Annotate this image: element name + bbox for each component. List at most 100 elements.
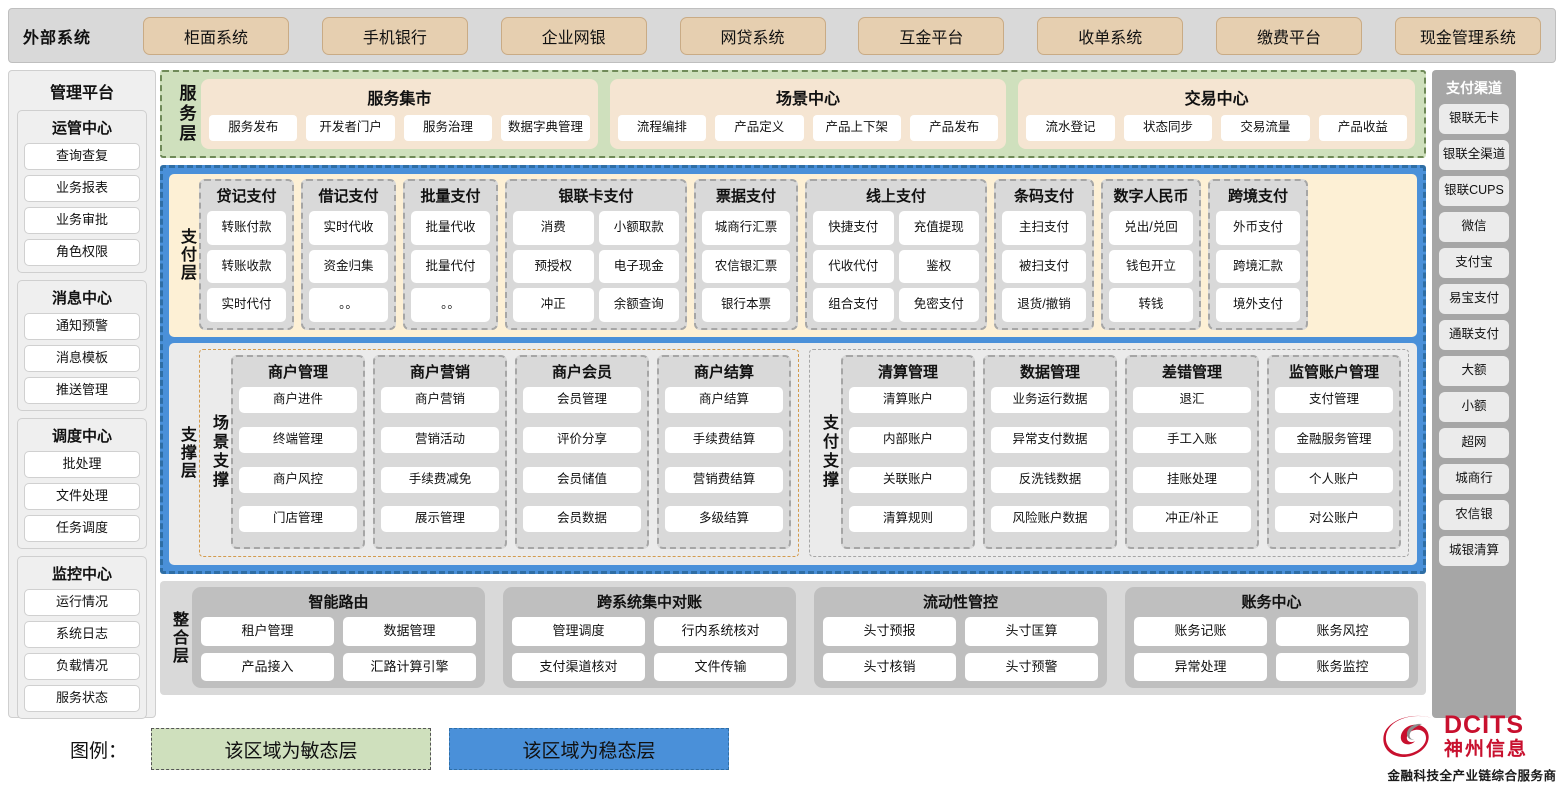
external-system-item-7[interactable]: 现金管理系统 (1394, 16, 1541, 55)
integration-item-0-3[interactable]: 汇路计算引擎 (343, 652, 476, 681)
scene-support-item-1-2[interactable]: 手续费减免 (381, 466, 499, 493)
payment-support-item-3-1[interactable]: 金融服务管理 (1275, 426, 1393, 453)
service-item-1-3[interactable]: 产品发布 (909, 115, 999, 141)
payment-item-4-0[interactable]: 城商行汇票 (702, 211, 790, 245)
payment-support-item-2-2[interactable]: 挂账处理 (1133, 466, 1251, 493)
management-item-0-2[interactable]: 业务审批 (24, 207, 140, 234)
service-item-0-0[interactable]: 服务发布 (209, 115, 298, 141)
service-item-0-2[interactable]: 服务治理 (403, 115, 493, 141)
payment-item-5-1[interactable]: 充值提现 (898, 211, 979, 245)
management-item-2-2[interactable]: 任务调度 (24, 515, 140, 542)
external-system-item-3[interactable]: 网贷系统 (679, 16, 826, 55)
payment-item-5-5[interactable]: 免密支付 (898, 288, 979, 322)
payment-channel-item-11[interactable]: 农信银 (1439, 500, 1509, 530)
payment-item-3-1[interactable]: 小额取款 (598, 211, 679, 245)
integration-item-3-1[interactable]: 账务风控 (1276, 617, 1409, 646)
payment-support-item-0-3[interactable]: 清算规则 (849, 506, 967, 533)
payment-item-6-1[interactable]: 被扫支付 (1002, 249, 1086, 284)
scene-support-item-1-0[interactable]: 商户营销 (381, 387, 499, 413)
scene-support-item-3-2[interactable]: 营销费结算 (665, 466, 783, 493)
management-item-3-1[interactable]: 系统日志 (24, 621, 140, 648)
integration-item-1-2[interactable]: 支付渠道核对 (512, 652, 645, 681)
service-item-0-1[interactable]: 开发者门户 (306, 115, 395, 141)
payment-item-5-4[interactable]: 组合支付 (813, 288, 894, 322)
scene-support-item-3-1[interactable]: 手续费结算 (665, 426, 783, 453)
scene-support-item-2-3[interactable]: 会员数据 (523, 506, 641, 533)
payment-item-8-2[interactable]: 境外支付 (1216, 288, 1300, 322)
service-item-0-3[interactable]: 数据字典管理 (501, 115, 590, 141)
external-system-item-0[interactable]: 柜面系统 (143, 16, 289, 55)
payment-item-6-2[interactable]: 退货/撤销 (1002, 288, 1086, 322)
service-item-2-3[interactable]: 产品收益 (1318, 115, 1408, 141)
integration-item-3-0[interactable]: 账务记账 (1134, 617, 1267, 646)
payment-support-item-0-0[interactable]: 清算账户 (849, 387, 967, 413)
integration-item-2-0[interactable]: 头寸预报 (823, 617, 956, 646)
integration-item-2-3[interactable]: 头寸预警 (965, 652, 1098, 681)
payment-channel-item-12[interactable]: 城银清算 (1439, 536, 1509, 566)
payment-item-1-1[interactable]: 资金归集 (309, 249, 388, 284)
management-item-2-0[interactable]: 批处理 (24, 451, 140, 478)
payment-item-6-0[interactable]: 主扫支付 (1002, 211, 1086, 245)
payment-item-5-0[interactable]: 快捷支付 (813, 211, 894, 245)
scene-support-item-1-3[interactable]: 展示管理 (381, 506, 499, 533)
payment-item-1-2[interactable]: 。。 (309, 288, 388, 322)
service-item-2-2[interactable]: 交易流量 (1221, 115, 1310, 141)
payment-channel-item-6[interactable]: 通联支付 (1439, 320, 1509, 350)
integration-item-2-2[interactable]: 头寸核销 (823, 652, 956, 681)
payment-support-item-3-2[interactable]: 个人账户 (1275, 466, 1393, 493)
management-item-0-1[interactable]: 业务报表 (24, 175, 140, 202)
integration-item-2-1[interactable]: 头寸匡算 (965, 617, 1098, 646)
external-system-item-4[interactable]: 互金平台 (858, 16, 1005, 55)
payment-support-item-1-2[interactable]: 反洗钱数据 (991, 466, 1109, 493)
payment-item-1-0[interactable]: 实时代收 (309, 211, 388, 245)
management-item-1-0[interactable]: 通知预警 (24, 313, 140, 340)
external-system-item-2[interactable]: 企业网银 (500, 16, 647, 55)
payment-item-7-1[interactable]: 钱包开立 (1109, 249, 1193, 284)
scene-support-item-0-3[interactable]: 门店管理 (239, 506, 357, 533)
integration-item-1-0[interactable]: 管理调度 (512, 617, 645, 646)
management-item-2-1[interactable]: 文件处理 (24, 483, 140, 510)
payment-support-item-3-3[interactable]: 对公账户 (1275, 506, 1393, 533)
service-item-2-0[interactable]: 流水登记 (1026, 115, 1115, 141)
service-item-1-2[interactable]: 产品上下架 (812, 115, 901, 141)
payment-channel-item-8[interactable]: 小额 (1439, 392, 1509, 422)
payment-item-3-5[interactable]: 余额查询 (598, 288, 679, 322)
payment-channel-item-1[interactable]: 银联全渠道 (1439, 140, 1509, 170)
management-item-1-2[interactable]: 推送管理 (24, 377, 140, 404)
payment-support-item-2-3[interactable]: 冲正/补正 (1133, 506, 1251, 533)
payment-item-5-2[interactable]: 代收代付 (813, 249, 894, 284)
payment-item-3-2[interactable]: 预授权 (513, 249, 594, 284)
management-item-0-3[interactable]: 角色权限 (24, 239, 140, 266)
payment-item-7-0[interactable]: 兑出/兑回 (1109, 211, 1193, 245)
integration-item-0-1[interactable]: 数据管理 (343, 617, 476, 646)
payment-item-0-2[interactable]: 实时代付 (207, 288, 286, 322)
payment-support-item-3-0[interactable]: 支付管理 (1275, 387, 1393, 413)
payment-item-2-0[interactable]: 批量代收 (411, 211, 490, 245)
scene-support-item-3-3[interactable]: 多级结算 (665, 506, 783, 533)
payment-support-item-0-2[interactable]: 关联账户 (849, 466, 967, 493)
integration-item-3-2[interactable]: 异常处理 (1134, 652, 1267, 681)
payment-item-3-4[interactable]: 冲正 (513, 288, 594, 322)
payment-item-0-0[interactable]: 转账付款 (207, 211, 286, 245)
external-system-item-5[interactable]: 收单系统 (1037, 16, 1184, 55)
payment-channel-item-7[interactable]: 大额 (1439, 356, 1509, 386)
payment-channel-item-10[interactable]: 城商行 (1439, 464, 1509, 494)
payment-item-8-0[interactable]: 外币支付 (1216, 211, 1300, 245)
payment-support-item-0-1[interactable]: 内部账户 (849, 426, 967, 453)
management-item-3-0[interactable]: 运行情况 (24, 589, 140, 616)
external-system-item-6[interactable]: 缴费平台 (1216, 16, 1363, 55)
payment-item-7-2[interactable]: 转钱 (1109, 288, 1193, 322)
management-item-1-1[interactable]: 消息模板 (24, 345, 140, 372)
management-item-0-0[interactable]: 查询查复 (24, 143, 140, 170)
payment-item-5-3[interactable]: 鉴权 (898, 249, 979, 284)
integration-item-0-0[interactable]: 租户管理 (201, 617, 334, 646)
scene-support-item-2-0[interactable]: 会员管理 (523, 387, 641, 413)
payment-support-item-2-0[interactable]: 退汇 (1133, 387, 1251, 413)
management-item-3-3[interactable]: 服务状态 (24, 685, 140, 712)
scene-support-item-3-0[interactable]: 商户结算 (665, 387, 783, 413)
scene-support-item-2-2[interactable]: 会员储值 (523, 466, 641, 493)
integration-item-3-3[interactable]: 账务监控 (1276, 652, 1409, 681)
payment-item-3-0[interactable]: 消费 (513, 211, 594, 245)
payment-support-item-1-0[interactable]: 业务运行数据 (991, 387, 1109, 413)
payment-support-item-2-1[interactable]: 手工入账 (1133, 426, 1251, 453)
